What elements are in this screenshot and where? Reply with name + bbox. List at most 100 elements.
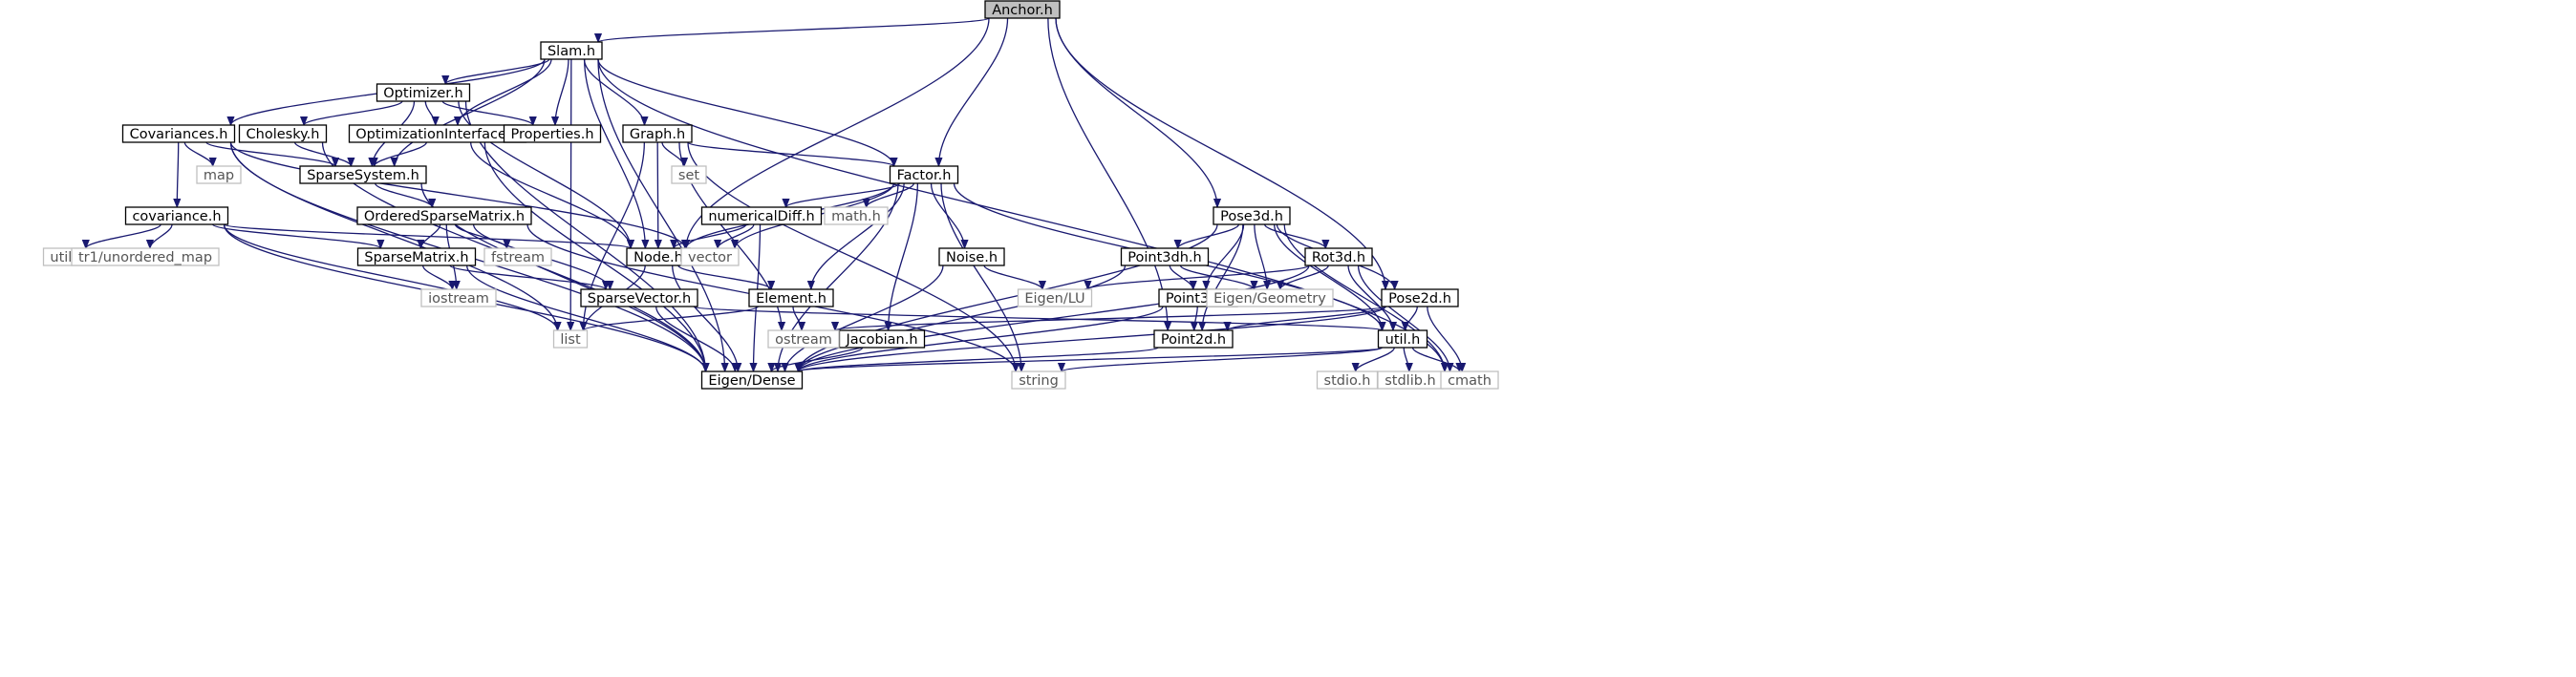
node-box	[700, 206, 823, 225]
edge-util-h-to-stdio-h	[1356, 347, 1395, 372]
node-label: list	[560, 332, 581, 348]
edge-covariance-h-to-sparsematrix-h	[212, 223, 381, 249]
node-optimizationinterface-h[interactable]: OptimizationInterface.h	[348, 124, 527, 143]
node-label: util.h	[1385, 332, 1421, 348]
edge-node-h-to-element-h	[677, 264, 771, 290]
node-box	[1377, 329, 1428, 349]
node-anchor-h[interactable]: Anchor.h	[984, 0, 1061, 19]
edge-numericaldiff-h-to-node-h	[674, 223, 747, 249]
node-box	[356, 247, 477, 266]
node-slam-h[interactable]: Slam.h	[540, 41, 603, 60]
node-properties-h[interactable]: Properties.h	[503, 124, 602, 143]
node-numericaldiff-h[interactable]: numericalDiff.h	[700, 206, 823, 225]
edge-pose3d-h-to-util-h	[1274, 223, 1383, 330]
node-pose2d-h[interactable]: Pose2d.h	[1381, 288, 1459, 307]
node-label: Optimizer.h	[383, 86, 462, 101]
node-label: SparseSystem.h	[307, 168, 419, 183]
node-set: set	[671, 165, 707, 184]
node-element-h[interactable]: Element.h	[748, 288, 834, 307]
edge-pose2d-h-to-cmath	[1427, 306, 1462, 372]
edge-rot3d-h-to-util-h	[1347, 264, 1393, 331]
edge-anchor-h-to-factor-h	[938, 17, 1009, 166]
edge-anchor-h-to-pose3d-h	[1055, 17, 1217, 207]
node-label: Cholesky.h	[247, 127, 320, 142]
node-rot3d-h[interactable]: Rot3d.h	[1304, 247, 1373, 266]
edge-sparsematrix-h-to-eigen-dense	[466, 264, 706, 372]
node-node-h[interactable]: Node.h	[626, 247, 691, 266]
node-math-h: math.h	[824, 206, 889, 225]
edge-sparsematrix-h-to-sparsevector-h	[449, 264, 606, 290]
edge-factor-h-to-numericaldiff-h	[786, 182, 901, 208]
node-box	[680, 247, 740, 266]
edge-optimizer-h-to-properties-h	[441, 100, 533, 126]
node-optimizer-h[interactable]: Optimizer.h	[376, 83, 471, 102]
node-jacobian-h[interactable]: Jacobian.h	[838, 329, 926, 349]
node-noise-h[interactable]: Noise.h	[938, 247, 1005, 266]
node-label: covariance.h	[132, 209, 221, 224]
node-pose3d-h[interactable]: Pose3d.h	[1213, 206, 1291, 225]
node-sparsesystem-h[interactable]: SparseSystem.h	[299, 165, 427, 184]
node-label: iostream	[428, 291, 489, 307]
node-box	[196, 165, 242, 184]
node-box	[824, 206, 889, 225]
node-label: Point2d.h	[1161, 332, 1226, 348]
edge-slam-h-to-factor-h	[597, 58, 894, 167]
node-box	[356, 206, 532, 225]
node-graph-h[interactable]: Graph.h	[622, 124, 693, 143]
node-box	[483, 247, 552, 266]
node-point2d-h[interactable]: Point2d.h	[1153, 329, 1234, 349]
node-box	[299, 165, 427, 184]
edge-slam-h-to-properties-h	[555, 58, 569, 125]
edge-util-h-to-cmath	[1411, 347, 1460, 372]
node-box	[540, 41, 603, 60]
edge-slam-h-to-list	[570, 58, 571, 330]
node-factor-h[interactable]: Factor.h	[889, 165, 959, 184]
node-util-h[interactable]: util.h	[1377, 329, 1428, 349]
node-box	[767, 329, 840, 349]
node-covariance-h[interactable]: covariance.h	[124, 206, 229, 225]
edge-covariance-h-to-list	[223, 223, 558, 331]
node-box	[700, 370, 804, 390]
node-label: set	[678, 168, 699, 183]
edge-graph-h-to-node-h	[657, 141, 658, 248]
node-label: tr1/unordered_map	[78, 250, 212, 265]
edge-element-h-to-ostream	[792, 306, 802, 331]
node-label: fstream	[491, 250, 545, 265]
node-orderedsparsematrix-h[interactable]: OrderedSparseMatrix.h	[356, 206, 532, 225]
node-cholesky-h[interactable]: Cholesky.h	[238, 124, 328, 143]
node-label: Pose3d.h	[1220, 209, 1283, 224]
node-box	[376, 83, 471, 102]
node-sparsematrix-h[interactable]: SparseMatrix.h	[356, 247, 477, 266]
node-vector: vector	[680, 247, 740, 266]
edge-pose3d-h-to-point3dh-h	[1178, 223, 1239, 249]
node-label: Properties.h	[510, 127, 593, 142]
node-point3dh-h[interactable]: Point3dh.h	[1120, 247, 1210, 266]
edge-pose2d-h-to-eigen-dense	[799, 306, 1386, 372]
edge-util-h-to-string	[1062, 347, 1384, 372]
node-map: map	[196, 165, 242, 184]
node-sparsevector-h[interactable]: SparseVector.h	[580, 288, 698, 307]
edge-slam-h-to-node-h	[584, 58, 646, 248]
edge-point3dh-h-to-eigen-dense	[799, 264, 1127, 372]
node-box	[938, 247, 1005, 266]
node-box	[503, 124, 602, 143]
edge-anchor-h-to-point2d-h	[1047, 17, 1168, 330]
node-covariances-h[interactable]: Covariances.h	[121, 124, 236, 143]
edge-noise-h-to-eigen-dense	[785, 264, 944, 372]
node-eigen-dense[interactable]: Eigen/Dense	[700, 370, 804, 390]
node-label: OptimizationInterface.h	[355, 127, 519, 142]
node-label: vector	[688, 250, 732, 265]
node-label: Jacobian.h	[845, 332, 917, 348]
edge-orderedsparsematrix-h-to-fstream	[454, 223, 507, 249]
edge-pose3d-h-to-cmath	[1283, 223, 1445, 371]
node-box	[1120, 247, 1210, 266]
edge-rot3d-h-to-eigen-lu	[1088, 264, 1310, 290]
edge-factor-h-to-element-h	[811, 182, 905, 289]
node-label: string	[1019, 373, 1059, 389]
node-label: map	[204, 168, 234, 183]
edge-factor-h-to-string	[940, 182, 1021, 371]
edge-slam-h-to-optimizer-h	[445, 58, 550, 85]
edge-covariance-h-to-utility	[86, 223, 161, 249]
node-box	[1206, 288, 1334, 307]
